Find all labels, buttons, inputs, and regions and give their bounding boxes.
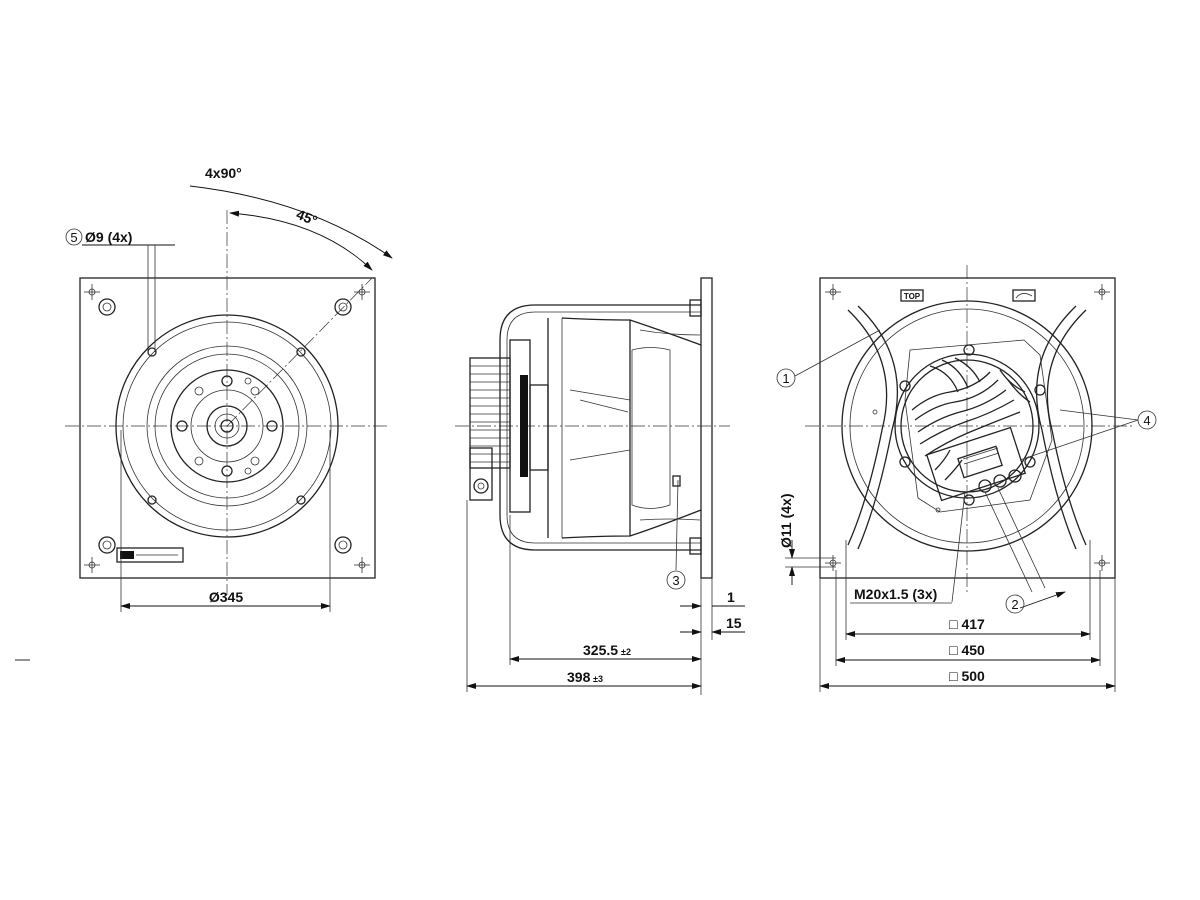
side-heatsink <box>469 357 511 469</box>
total-depth-label: 398 <box>567 669 591 685</box>
ring-diameter-label: Ø345 <box>209 589 243 605</box>
callout-4-circle <box>1137 410 1157 430</box>
side-heatsink-fins <box>470 365 510 463</box>
callout-1: 1 <box>782 371 789 386</box>
side-flange <box>700 277 713 579</box>
rear-handle-left <box>847 309 888 546</box>
side-view: 3 1 15 325.5 ±2 398 ±3 <box>455 277 745 695</box>
callout-2: 2 <box>1011 597 1018 612</box>
rear-corner-holes <box>825 284 1110 571</box>
angle-offset-arc <box>229 210 373 271</box>
callout-3-circle <box>666 570 686 590</box>
front-corner-holes <box>84 284 370 573</box>
front-ring-screws <box>147 347 306 505</box>
dimension-417-label: □ 417 <box>949 616 985 632</box>
front-impeller-outer <box>146 345 308 507</box>
angle-offset-label: 45° <box>294 206 320 229</box>
callout-5-circle <box>65 228 83 246</box>
rear-inlet-ring <box>841 300 1093 552</box>
top-marker: TOP <box>904 292 921 301</box>
depth-tolerance: ±2 <box>621 647 631 657</box>
callout-1-circle <box>776 368 796 388</box>
rear-cable-glands <box>978 469 1022 493</box>
side-terminal-box <box>469 447 493 501</box>
front-hub <box>170 369 284 483</box>
rear-motor-cooling-pattern <box>911 357 1031 481</box>
depth-label: 325.5 <box>583 642 618 658</box>
flange-depth-label: 15 <box>726 615 742 631</box>
rear-electronics-box <box>925 426 1027 502</box>
mount-hole-label: Ø11 (4x) <box>778 494 794 548</box>
front-diagonal-centerline <box>226 277 373 427</box>
callout-5: 5 <box>70 230 77 245</box>
hole-diameter-label: Ø9 (4x) <box>85 229 132 245</box>
dimension-500-label: □ 500 <box>949 668 985 684</box>
total-depth-tolerance: ±3 <box>593 674 603 684</box>
callout-3: 3 <box>672 573 679 588</box>
airflow-icon <box>1015 293 1033 299</box>
angle-pattern-label: 4x90° <box>205 165 242 181</box>
front-view: 5 Ø9 (4x) 4x90° 45° Ø345 <box>65 165 393 612</box>
side-support-frame <box>499 304 701 551</box>
callout-4: 4 <box>1143 413 1150 428</box>
callout-2-circle <box>1005 594 1025 614</box>
top-marker-box <box>900 289 924 302</box>
front-nameplate <box>116 547 184 563</box>
front-corner-bosses <box>98 298 352 554</box>
airflow-symbol-box <box>1012 289 1036 302</box>
side-impeller <box>561 317 631 539</box>
angle-pattern-arc <box>189 185 393 259</box>
front-inlet-ring <box>115 314 339 538</box>
rear-handle-right <box>1046 309 1087 546</box>
front-mounting-plate <box>79 277 376 579</box>
front-hub-bolts <box>176 375 278 477</box>
rear-view: TOP 1 4 2 M20x1.5 (3x) Ø11 (4x) <box>776 265 1157 692</box>
flange-thickness-label: 1 <box>727 589 735 605</box>
front-shaft <box>220 419 234 433</box>
rear-motor-bolts <box>899 344 1046 506</box>
dimension-450-label: □ 450 <box>949 642 985 658</box>
rear-motor-bracket <box>904 339 1053 513</box>
cable-gland-label: M20x1.5 (3x) <box>854 586 937 602</box>
